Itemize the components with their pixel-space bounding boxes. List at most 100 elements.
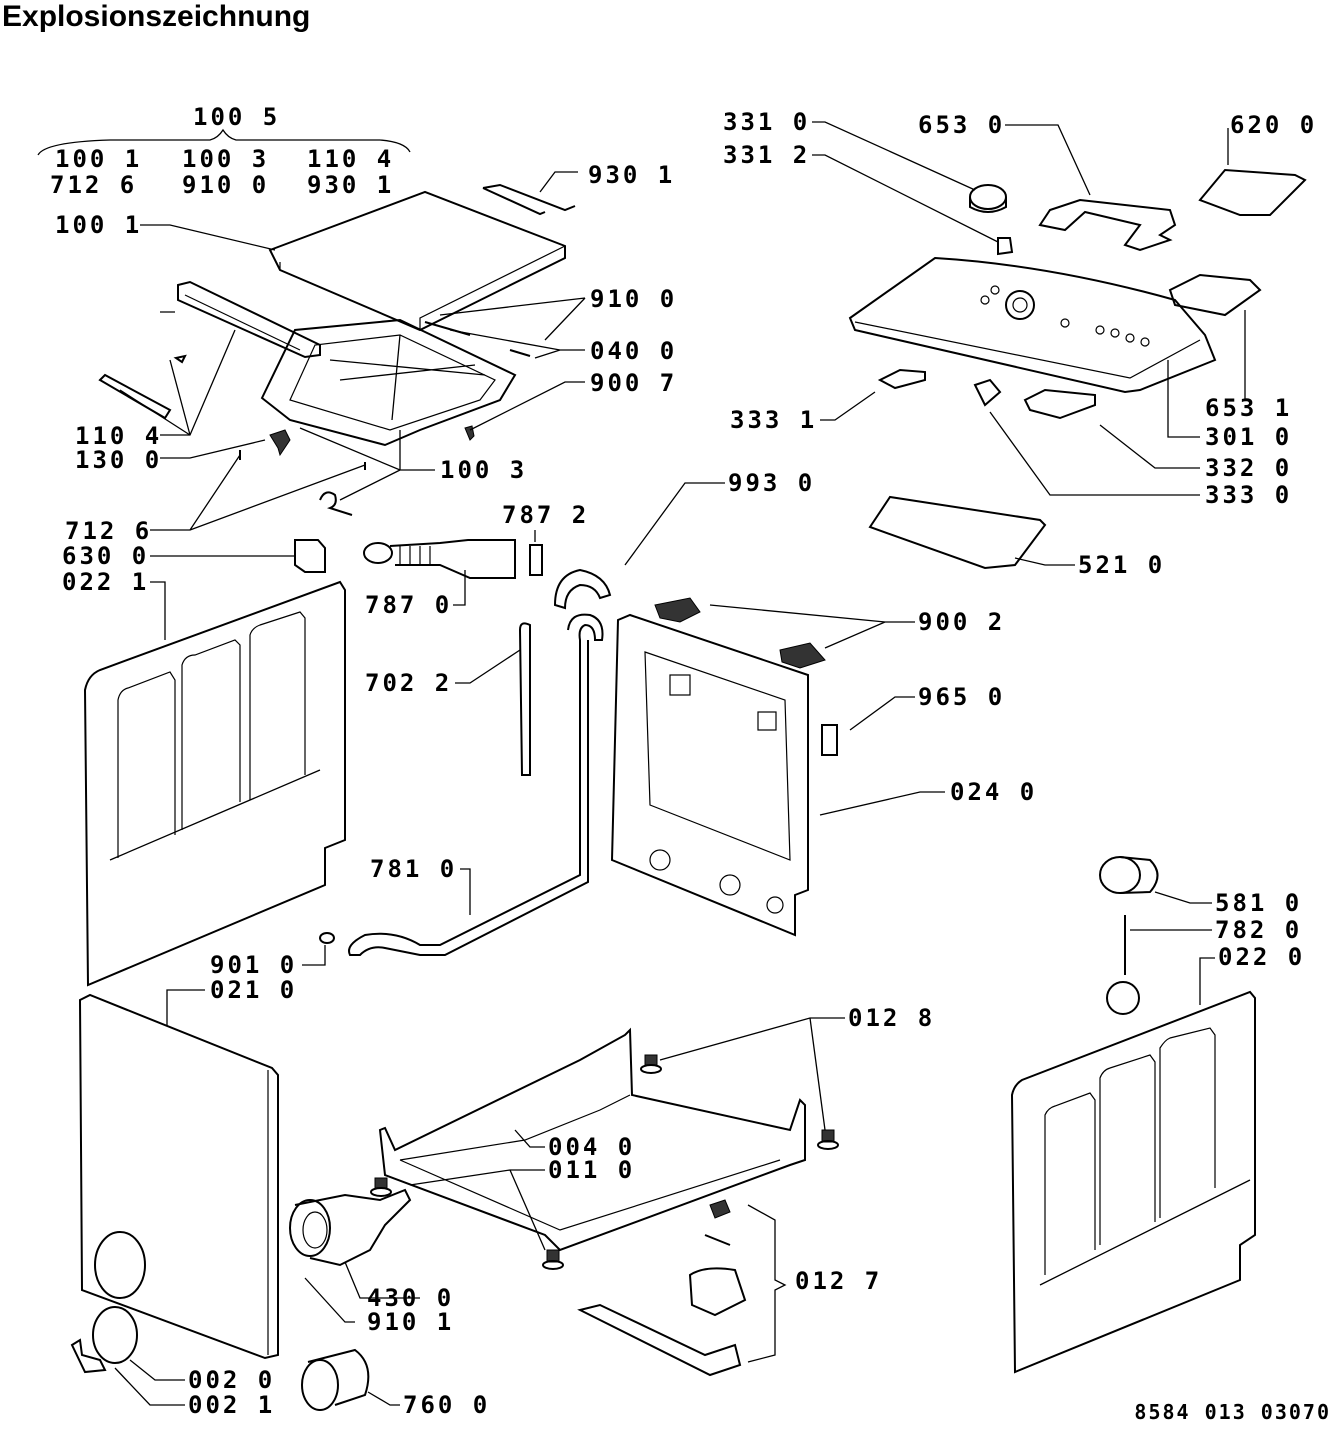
leader-581 — [1154, 891, 1212, 904]
dispenser-hose-part — [363, 539, 516, 579]
block-part — [294, 539, 326, 573]
callout-002-1: 002 1 — [188, 1391, 276, 1419]
callout-712-6: 712 6 — [65, 517, 153, 545]
callout-333-1: 333 1 — [730, 406, 818, 434]
callout-430-0: 430 0 — [367, 1284, 455, 1312]
leader-653-0 — [1005, 124, 1091, 196]
drain-pump-part — [289, 1188, 412, 1267]
callout-130-0: 130 0 — [75, 446, 163, 474]
clamp-part — [1106, 981, 1140, 1015]
pressure-switch-part — [1099, 856, 1159, 894]
leader-024 — [819, 791, 945, 816]
elbow-part — [553, 568, 612, 610]
lid-part — [268, 190, 566, 332]
callout-993-0: 993 0 — [728, 469, 816, 497]
left-side-panel-part — [83, 580, 346, 987]
electronic-board-part — [1198, 168, 1307, 216]
leader-430 — [344, 1261, 420, 1299]
right-side-panel-part — [1010, 990, 1256, 1374]
document-number: 8584 013 03070 — [1134, 1400, 1331, 1424]
page-title: Explosionszeichnung — [2, 0, 311, 33]
callout-012-8: 012 8 — [848, 1004, 936, 1032]
callout-024-0: 024 0 — [950, 778, 1038, 806]
callout-620-0: 620 0 — [1230, 111, 1318, 139]
callout-581-0: 581 0 — [1215, 889, 1303, 917]
callout-012-7: 012 7 — [795, 1267, 883, 1295]
button-block-332 — [1023, 388, 1096, 420]
callout-011-0: 011 0 — [548, 1156, 636, 1184]
rear-panel-part — [610, 613, 809, 937]
strip-part — [482, 183, 576, 216]
leader-lines-top-left — [119, 171, 586, 640]
cable-clip-965 — [821, 724, 838, 756]
callout-787-2: 787 2 — [502, 501, 590, 529]
connector-part — [529, 544, 543, 576]
front-panel-part — [78, 993, 279, 1360]
leader-333-1 — [820, 391, 876, 421]
leader-781 — [460, 868, 471, 915]
washer-part — [319, 932, 335, 944]
leader-702 — [455, 649, 521, 684]
callout-331-2: 331 2 — [723, 141, 811, 169]
callout-653-0: 653 0 — [918, 111, 1006, 139]
callout-965-0: 965 0 — [918, 683, 1006, 711]
callout-760-0: 760 0 — [403, 1391, 491, 1419]
switch-module-part — [1168, 273, 1262, 317]
dispenser-tray-part — [868, 495, 1047, 570]
callout-901-0: 901 0 — [210, 951, 298, 979]
selector-knob-part — [969, 184, 1014, 256]
group-member: 100 3 — [182, 145, 270, 173]
castor-parts — [577, 1199, 747, 1377]
callout-910-0: 910 0 — [590, 285, 678, 313]
leader-004 — [514, 1129, 545, 1148]
leader-332 — [1099, 424, 1200, 469]
leader-521 — [1014, 557, 1075, 566]
hinge-part — [269, 429, 291, 457]
callout-004-0: 004 0 — [548, 1133, 636, 1161]
leader-331-0 — [812, 121, 976, 191]
callout-002-0: 002 0 — [188, 1366, 276, 1394]
feet-parts — [370, 1054, 839, 1270]
callout-332-0: 332 0 — [1205, 454, 1293, 482]
leader-901 — [302, 945, 326, 966]
brace-012-7 — [747, 1204, 787, 1363]
leader-331-2 — [812, 154, 999, 243]
leader-012-8 — [659, 1017, 845, 1131]
callout-653-1: 653 1 — [1205, 394, 1293, 422]
group-member: 910 0 — [182, 171, 270, 199]
group-member: 930 1 — [307, 171, 395, 199]
leader-002 — [114, 1359, 185, 1406]
leader-760 — [367, 1391, 400, 1406]
drain-filter-part — [301, 1348, 370, 1411]
drain-hose-part — [348, 613, 604, 956]
leader-993 — [624, 482, 725, 566]
group-brace — [37, 128, 411, 156]
display-bracket-part — [1038, 198, 1177, 252]
front-trim-part — [160, 280, 321, 359]
filter-cover-part — [92, 1306, 138, 1364]
callout-787-0: 787 0 — [365, 591, 453, 619]
callout-110-4: 110 4 — [75, 422, 163, 450]
callout-021-0: 021 0 — [210, 976, 298, 1004]
group-member: 110 4 — [307, 145, 395, 173]
callout-040-0: 040 0 — [590, 337, 678, 365]
callout-630-0: 630 0 — [62, 542, 150, 570]
control-panel-part — [848, 256, 1217, 394]
leader-301 — [1167, 360, 1200, 438]
callout-930-1: 930 1 — [588, 161, 676, 189]
lid-frame-part — [260, 318, 517, 447]
callout-331-0: 331 0 — [723, 108, 811, 136]
vent-tube-part — [518, 622, 531, 776]
callout-333-0: 333 0 — [1205, 481, 1293, 509]
small-clip-part — [173, 354, 187, 364]
callout-782-0: 782 0 — [1215, 916, 1303, 944]
button-part-333-0 — [973, 378, 1002, 407]
group-member: 712 6 — [50, 171, 138, 199]
leader-333-0 — [989, 411, 1200, 496]
clips-900-2 — [654, 597, 826, 669]
handle-part — [98, 373, 172, 420]
leader-022-0 — [1199, 957, 1215, 1005]
leader-900-2 — [709, 604, 915, 649]
leader-011 — [409, 1169, 546, 1251]
group-member: 100 1 — [55, 145, 143, 173]
